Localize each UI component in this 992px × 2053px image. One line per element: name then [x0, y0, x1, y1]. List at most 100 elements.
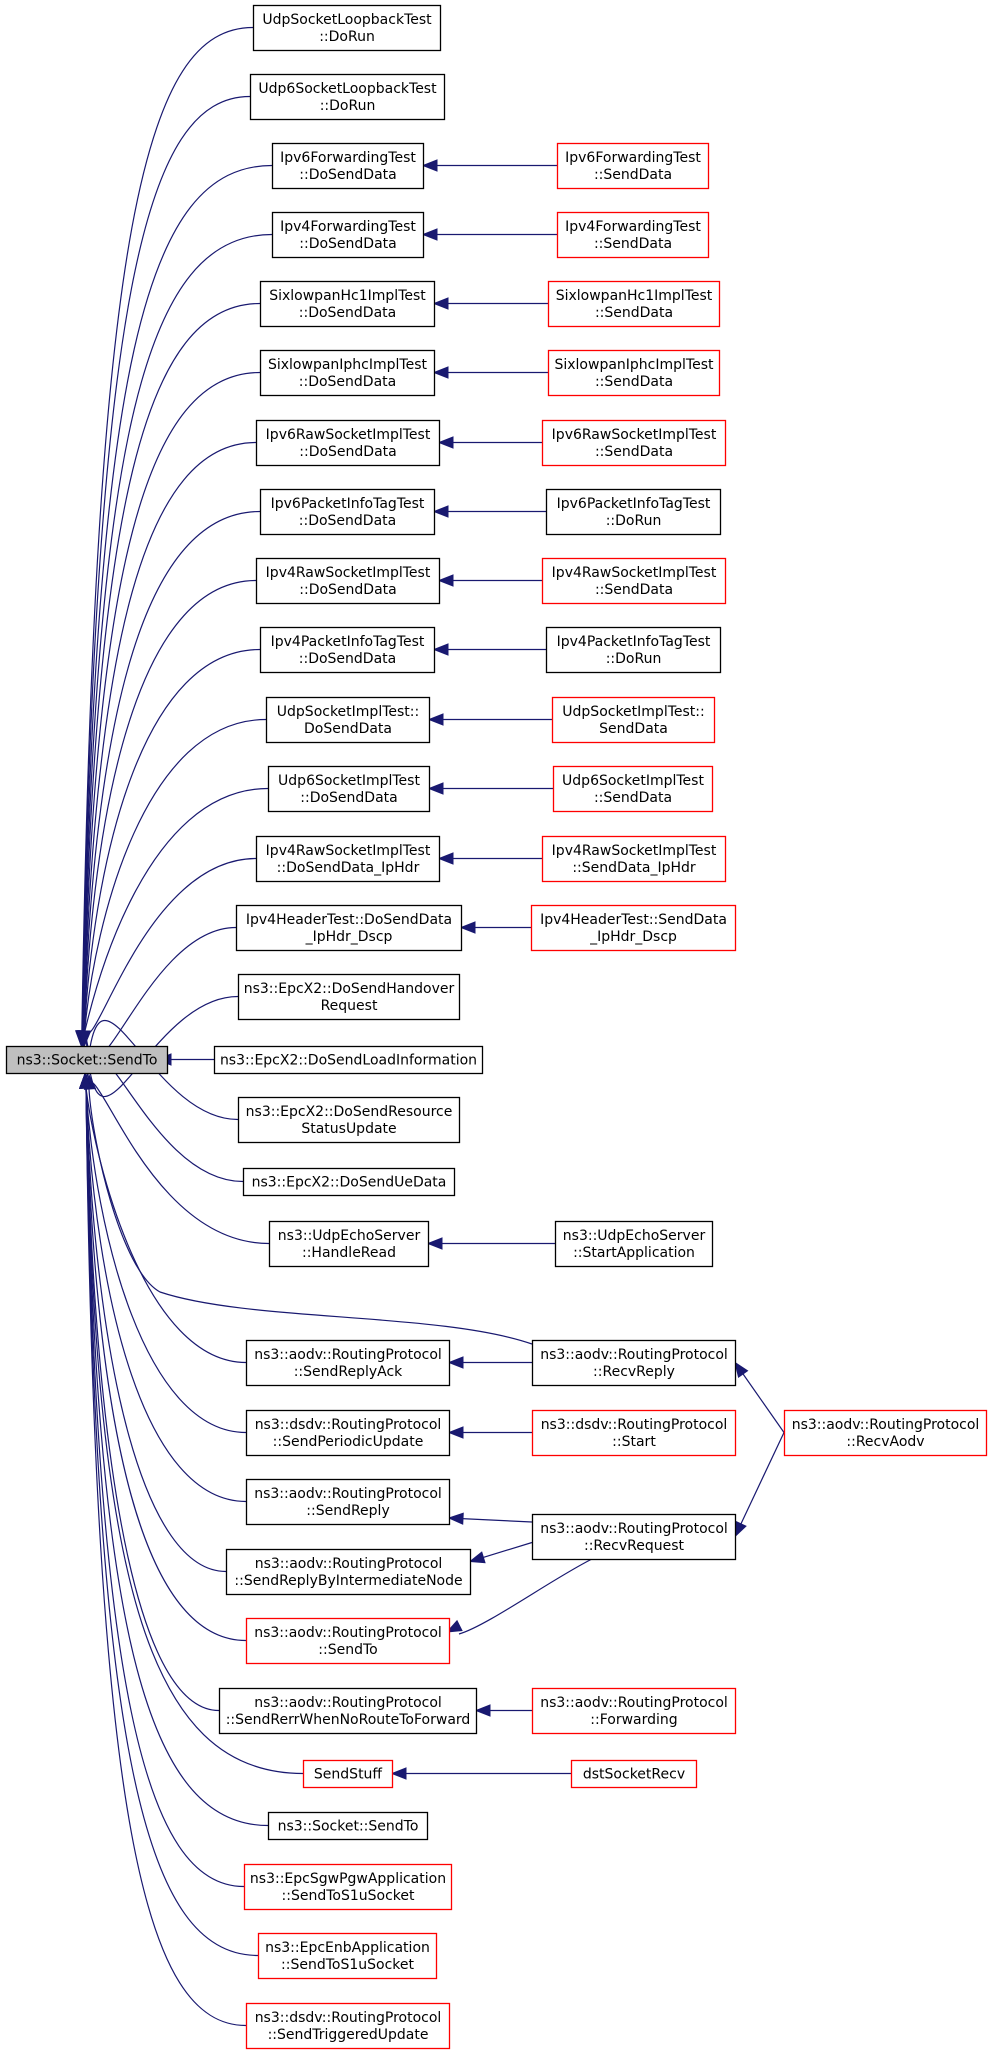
- node-b12[interactable]: Udp6SocketImplTest::SendData: [552, 765, 714, 813]
- node-label: ns3::EpcEnbApplication: [265, 1940, 430, 1956]
- node-a21[interactable]: ns3::dsdv::RoutingProtocol::SendPeriodic…: [245, 1409, 451, 1457]
- node-label: ::SendRerrWhenNoRouteToForward: [226, 1712, 471, 1728]
- node-a30[interactable]: ns3::dsdv::RoutingProtocol::SendTriggere…: [245, 2002, 451, 2050]
- node-a22[interactable]: ns3::aodv::RoutingProtocol::SendReply: [245, 1478, 451, 1526]
- node-box: [245, 2002, 451, 2050]
- edge-a5-to-root: [82, 302, 261, 1032]
- node-b25[interactable]: ns3::aodv::RoutingProtocol::Forwarding: [531, 1687, 737, 1735]
- node-box: [225, 1548, 472, 1596]
- node-a1[interactable]: UdpSocketLoopbackTest::DoRun: [252, 4, 442, 52]
- arrowhead-b12-to-a12: [427, 782, 444, 795]
- node-a26[interactable]: SendStuff: [302, 1759, 394, 1789]
- node-box: [541, 835, 727, 883]
- node-b13[interactable]: Ipv4RawSocketImplTest::SendData_IpHdr: [541, 835, 727, 883]
- node-recvreply[interactable]: ns3::aodv::RoutingProtocol::RecvReply: [531, 1339, 737, 1387]
- node-a11[interactable]: UdpSocketImplTest::DoSendData: [265, 696, 431, 744]
- arrowhead-b7-to-a7: [437, 436, 454, 449]
- node-b3[interactable]: Ipv6ForwardingTest::SendData: [556, 142, 710, 190]
- node-a3[interactable]: Ipv6ForwardingTest::DoSendData: [271, 142, 425, 190]
- node-label: Ipv4ForwardingTest: [280, 219, 416, 235]
- node-a16[interactable]: ns3::EpcX2::DoSendLoadInformation: [213, 1045, 484, 1075]
- arrowhead-recvrequest-to-a24: [445, 1619, 463, 1633]
- node-a20[interactable]: ns3::aodv::RoutingProtocol::SendReplyAck: [245, 1339, 451, 1387]
- edge-a24-to-root: [85, 1087, 247, 1642]
- node-box: [552, 765, 714, 813]
- node-a13[interactable]: Ipv4RawSocketImplTest::DoSendData_IpHdr: [255, 835, 441, 883]
- node-b26[interactable]: dstSocketRecv: [570, 1759, 698, 1789]
- edge-a1-to-root: [81, 26, 254, 1032]
- node-label: _IpHdr_Dscp: [589, 929, 677, 945]
- node-a27[interactable]: ns3::Socket::SendTo: [267, 1811, 429, 1841]
- edge-a25-to-root: [85, 1087, 220, 1712]
- node-label: ns3::aodv::RoutingProtocol: [540, 1347, 728, 1363]
- node-label: ::DoRun: [606, 513, 662, 529]
- node-a24[interactable]: ns3::aodv::RoutingProtocol::SendTo: [245, 1617, 451, 1665]
- node-recvaodv[interactable]: ns3::aodv::RoutingProtocol::RecvAodv: [783, 1409, 988, 1457]
- node-label: Udp6SocketImplTest: [562, 773, 704, 789]
- node-b9[interactable]: Ipv4RawSocketImplTest::SendData: [541, 557, 727, 605]
- node-a6[interactable]: SixlowpanIphcImplTest::DoSendData: [259, 349, 436, 397]
- node-a23[interactable]: ns3::aodv::RoutingProtocol::SendReplyByI…: [225, 1548, 472, 1596]
- arrowhead-b3-to-a3: [421, 159, 438, 172]
- node-label: Request: [321, 998, 378, 1014]
- node-a12[interactable]: Udp6SocketImplTest::DoSendData: [267, 765, 431, 813]
- node-a19[interactable]: ns3::UdpEchoServer::HandleRead: [268, 1220, 430, 1268]
- node-a18[interactable]: ns3::EpcX2::DoSendUeData: [242, 1167, 456, 1197]
- node-a8[interactable]: Ipv6PacketInfoTagTest::DoSendData: [259, 488, 436, 536]
- edge-a10-to-root: [83, 648, 261, 1032]
- node-box: [255, 419, 441, 467]
- node-b5[interactable]: SixlowpanHc1ImplTest::SendData: [547, 280, 721, 328]
- node-label: ::StartApplication: [573, 1245, 695, 1261]
- node-b10[interactable]: Ipv4PacketInfoTagTest::DoRun: [545, 626, 722, 674]
- node-box: [255, 557, 441, 605]
- arrowhead-b19-to-a19: [426, 1237, 443, 1250]
- node-box: [267, 1811, 429, 1841]
- node-box: [545, 626, 722, 674]
- node-label: ns3::Socket::SendTo: [278, 1819, 419, 1835]
- node-box: [545, 488, 722, 536]
- node-a28[interactable]: ns3::EpcSgwPgwApplication::SendToS1uSock…: [243, 1863, 453, 1911]
- node-label: ::SendData: [595, 374, 673, 390]
- node-label: Ipv6PacketInfoTagTest: [557, 496, 711, 512]
- node-a29[interactable]: ns3::EpcEnbApplication::SendToS1uSocket: [257, 1932, 438, 1980]
- node-a2[interactable]: Udp6SocketLoopbackTest::DoRun: [249, 73, 446, 121]
- arrowhead-recvrequest-to-a22: [447, 1512, 464, 1525]
- node-label: ::SendReplyByIntermediateNode: [234, 1573, 462, 1589]
- node-label: ::DoSendData: [299, 305, 396, 321]
- node-box: [249, 73, 446, 121]
- node-label: ::DoRun: [606, 651, 662, 667]
- node-b6[interactable]: SixlowpanIphcImplTest::SendData: [547, 349, 721, 397]
- node-label: StatusUpdate: [301, 1121, 396, 1137]
- node-a9[interactable]: Ipv4RawSocketImplTest::DoSendData: [255, 557, 441, 605]
- node-b19[interactable]: ns3::UdpEchoServer::StartApplication: [554, 1220, 714, 1268]
- node-a10[interactable]: Ipv4PacketInfoTagTest::DoSendData: [259, 626, 436, 674]
- node-a25[interactable]: ns3::aodv::RoutingProtocol::SendRerrWhen…: [218, 1687, 478, 1735]
- node-label: ns3::aodv::RoutingProtocol: [254, 1625, 442, 1641]
- edge-recvaodv-to-recvrequest: [739, 1432, 785, 1525]
- node-b11[interactable]: UdpSocketImplTest::SendData: [551, 696, 716, 744]
- arrowhead-b21-to-a21: [447, 1426, 464, 1439]
- edge-a8-to-root: [83, 510, 261, 1032]
- node-label: Ipv4PacketInfoTagTest: [271, 634, 425, 650]
- node-label: ::DoSendData: [299, 651, 396, 667]
- node-label: ns3::UdpEchoServer: [278, 1228, 421, 1244]
- node-label: UdpSocketLoopbackTest: [262, 12, 432, 28]
- node-b8[interactable]: Ipv6PacketInfoTagTest::DoRun: [545, 488, 722, 536]
- node-b4[interactable]: Ipv4ForwardingTest::SendData: [556, 211, 710, 259]
- node-box: [245, 1478, 451, 1526]
- node-a14[interactable]: Ipv4HeaderTest::DoSendData_IpHdr_Dscp: [235, 904, 463, 952]
- edge-recvrequest-to-a23: [482, 1541, 533, 1559]
- node-recvrequest[interactable]: ns3::aodv::RoutingProtocol::RecvRequest: [531, 1513, 737, 1561]
- node-b14[interactable]: Ipv4HeaderTest::SendData_IpHdr_Dscp: [530, 904, 737, 952]
- edge-recvaodv-to-recvreply: [741, 1372, 785, 1433]
- node-b7[interactable]: Ipv6RawSocketImplTest::SendData: [541, 419, 727, 467]
- node-a4[interactable]: Ipv4ForwardingTest::DoSendData: [271, 211, 425, 259]
- arrowhead-b10-to-a10: [432, 643, 449, 656]
- node-a5[interactable]: SixlowpanHc1ImplTest::DoSendData: [259, 280, 436, 328]
- node-label: Ipv4HeaderTest::DoSendData: [246, 912, 452, 928]
- node-a7[interactable]: Ipv6RawSocketImplTest::DoSendData: [255, 419, 441, 467]
- node-b21[interactable]: ns3::dsdv::RoutingProtocol::Start: [531, 1409, 737, 1457]
